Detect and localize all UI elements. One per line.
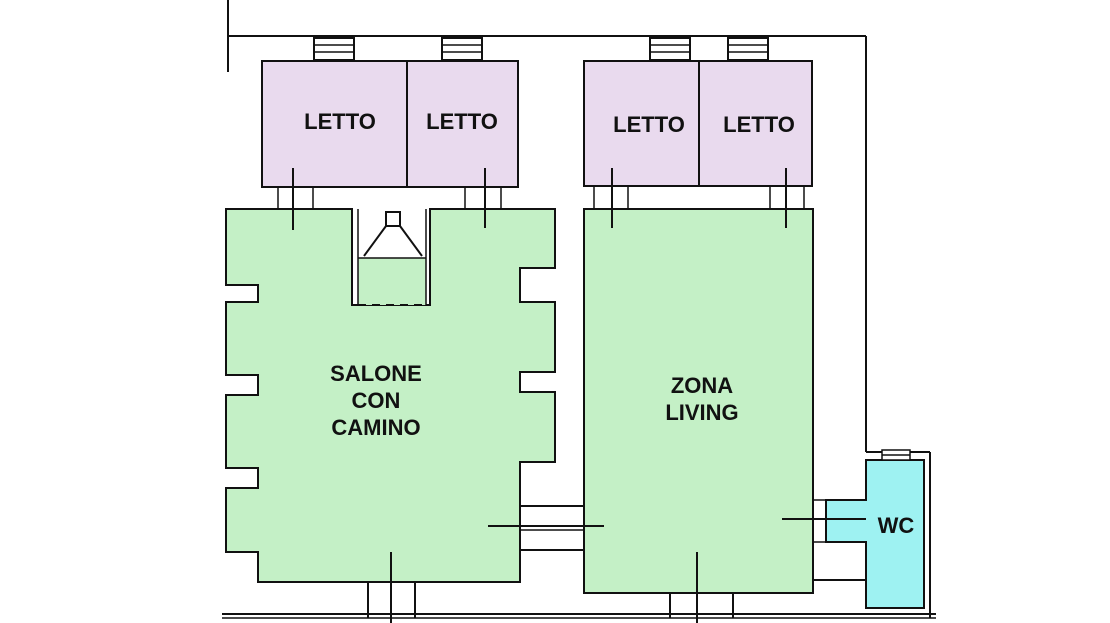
wc-window — [881, 449, 911, 461]
bedroom-4 — [698, 60, 813, 187]
top-windows — [313, 37, 769, 61]
bedroom-2 — [406, 60, 519, 188]
wc-room — [825, 459, 925, 609]
window — [313, 37, 355, 61]
bedroom-3-label: LETTO — [613, 112, 685, 137]
bedroom-1 — [261, 60, 408, 188]
bedroom-1-label: LETTO — [304, 109, 376, 134]
salone-room — [225, 208, 556, 583]
bedroom-3 — [583, 60, 700, 187]
salone-label-line-1: SALONE — [330, 361, 422, 386]
window — [727, 37, 769, 61]
zona-living-label-line-2: LIVING — [665, 400, 738, 425]
wc-label: WC — [878, 513, 915, 538]
salone-label-line-3: CAMINO — [331, 415, 420, 440]
doors — [277, 168, 866, 623]
bedroom-4-label: LETTO — [723, 112, 795, 137]
bedroom-2-label: LETTO — [426, 109, 498, 134]
outer-walls — [222, 0, 936, 619]
window — [649, 37, 691, 61]
fireplace — [351, 209, 431, 306]
zona-living-label-line-1: ZONA — [671, 373, 733, 398]
salone-label-line-2: CON — [352, 388, 401, 413]
zona-living-room — [583, 208, 814, 594]
window — [441, 37, 483, 61]
